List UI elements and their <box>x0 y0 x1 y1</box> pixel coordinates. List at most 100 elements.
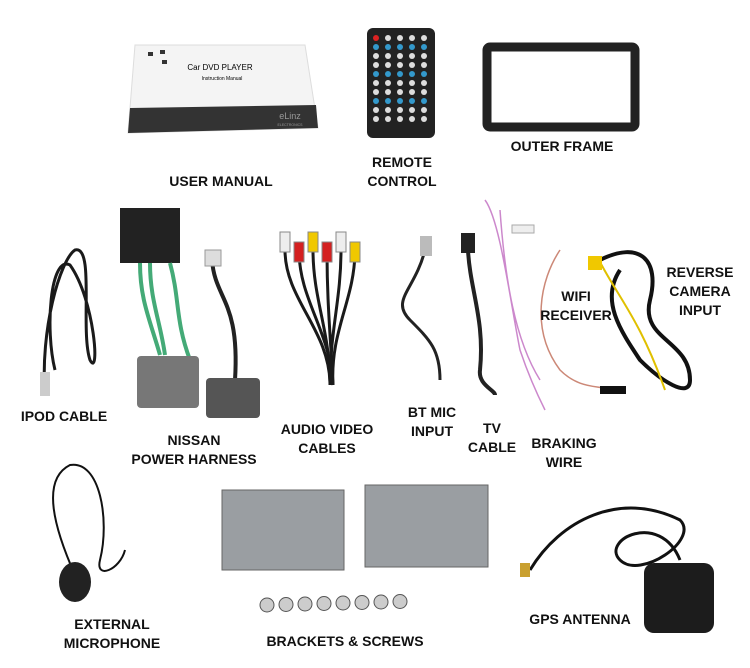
screw <box>278 597 294 612</box>
label-line: REMOTE <box>372 154 432 170</box>
remote-button <box>409 53 415 59</box>
remote-button <box>385 89 391 95</box>
manual-title: Car DVD PLAYER <box>187 63 252 72</box>
remote-button <box>397 35 403 41</box>
remote-button <box>373 53 379 59</box>
remote-button <box>385 35 391 41</box>
screw <box>316 596 332 611</box>
remote-button <box>385 44 391 50</box>
remote-button <box>409 107 415 113</box>
external-microphone-image <box>52 463 126 576</box>
remote-button <box>397 44 403 50</box>
label-line: WIFI <box>561 288 591 304</box>
manual-brand-sub: ELECTRONICS <box>278 123 304 127</box>
remote-button <box>421 71 427 77</box>
user-manual-image: Car DVD PLAYER Instruction Manual eLinz … <box>127 44 319 134</box>
manual-brand: eLinz <box>279 111 301 121</box>
av-cable <box>328 249 343 386</box>
label-line: RECEIVER <box>540 307 612 323</box>
label-braking-wire: BRAKING WIRE <box>531 434 596 472</box>
screw <box>392 594 408 609</box>
tv-cable-image <box>466 249 497 396</box>
remote-button <box>385 107 391 113</box>
remote-button <box>421 53 427 59</box>
remote-button <box>397 71 403 77</box>
screw <box>335 595 351 611</box>
power-harness-image <box>120 208 260 418</box>
remote-button <box>373 35 379 41</box>
remote-button <box>373 116 379 122</box>
label-gps: GPS ANTENNA <box>529 611 631 627</box>
rca-plug <box>335 231 347 253</box>
label-line: INPUT <box>678 302 721 318</box>
remote-button <box>421 116 427 122</box>
remote-button <box>421 44 427 50</box>
remote-control-image <box>367 28 435 138</box>
label-wifi: WIFI RECEIVER <box>540 287 612 325</box>
remote-button <box>421 80 427 86</box>
remote-button <box>373 71 379 77</box>
remote-button <box>385 62 391 68</box>
remote-button <box>385 80 391 86</box>
remote-button <box>397 107 403 113</box>
reverse-camera-cable-image <box>599 250 693 391</box>
rca-plug <box>279 231 291 253</box>
outer-frame-image <box>482 42 640 132</box>
remote-button <box>409 116 415 122</box>
remote-button <box>409 80 415 86</box>
label-line: POWER HARNESS <box>131 451 257 467</box>
audio-video-cables-image <box>279 231 361 386</box>
remote-button <box>397 62 403 68</box>
bt-mic-cable-image <box>401 249 442 381</box>
remote-button <box>397 116 403 122</box>
screw <box>354 595 370 610</box>
remote-button <box>409 35 415 41</box>
screw <box>297 596 313 612</box>
label-line: WIRE <box>545 454 583 470</box>
remote-button <box>409 98 415 104</box>
label-brackets: BRACKETS & SCREWS <box>266 633 424 649</box>
label-line: TV <box>483 420 501 436</box>
label-line: AUDIO VIDEO <box>280 421 374 437</box>
wifi-receiver-image <box>540 249 611 391</box>
label-line: EXTERNAL <box>74 616 150 632</box>
remote-button <box>421 98 427 104</box>
label-audio-video: AUDIO VIDEO CABLES <box>281 420 374 458</box>
remote-button <box>409 62 415 68</box>
label-ipod-cable: IPOD CABLE <box>20 408 108 424</box>
remote-button <box>373 44 379 50</box>
rca-plug <box>349 241 361 263</box>
ipod-cable-image <box>42 248 97 396</box>
remote-button <box>385 98 391 104</box>
remote-button <box>409 44 415 50</box>
label-line: REVERSE <box>666 264 734 280</box>
remote-button <box>385 116 391 122</box>
label-line: BRAKING <box>531 435 597 451</box>
remote-button <box>397 80 403 86</box>
remote-button <box>421 89 427 95</box>
remote-button <box>397 53 403 59</box>
remote-button <box>409 71 415 77</box>
braking-wire-image <box>484 199 546 411</box>
label-line: CABLES <box>298 440 356 456</box>
manual-subtitle: Instruction Manual <box>202 76 243 82</box>
label-outer-frame: OUTER FRAME <box>510 138 614 154</box>
remote-button <box>373 62 379 68</box>
label-line: CAMERA <box>669 283 731 299</box>
remote-button <box>385 71 391 77</box>
remote-button <box>421 62 427 68</box>
label-user-manual: USER MANUAL <box>169 173 273 189</box>
remote-button <box>397 89 403 95</box>
screw <box>259 597 275 613</box>
label-line: INPUT <box>411 423 453 439</box>
brackets-image <box>221 484 489 613</box>
remote-button <box>421 35 427 41</box>
label-reverse-camera: REVERSE CAMERA INPUT <box>667 263 734 320</box>
remote-button <box>373 107 379 113</box>
remote-button <box>385 53 391 59</box>
